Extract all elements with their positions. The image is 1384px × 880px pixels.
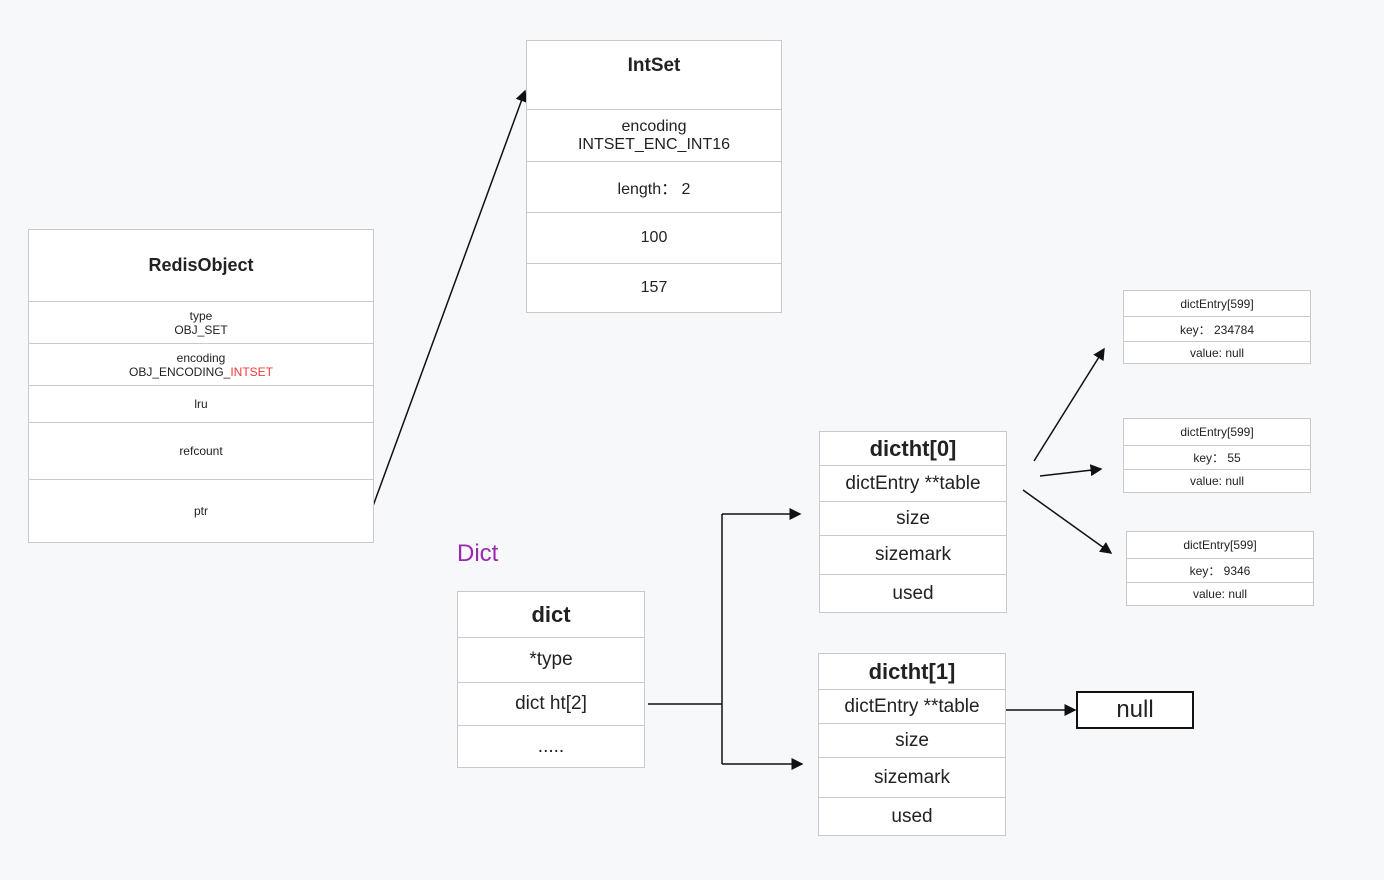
dictht1-field: used [819,797,1005,835]
arrow-to-entry-2 [1039,464,1103,477]
type-value: OBJ_SET [174,322,228,337]
entry-key: key： 234784 [1124,316,1310,341]
dict-field: *type [458,637,644,682]
field-refcount: refcount [29,422,373,479]
entry-value: value: null [1127,582,1313,605]
intset-encoding-value: INTSET_ENC_INT16 [577,135,731,153]
intset-encoding-label: encoding [621,117,687,135]
dictht1-title: dictht[1] [868,658,956,684]
intset-value: 157 [527,263,781,312]
arrow-ptr-to-intset [372,89,528,507]
entry-title: dictEntry[599] [1180,296,1254,311]
dictht1-field: dictEntry **table [819,689,1005,723]
arrow-to-entry-3 [1022,489,1113,554]
field-ptr: ptr [29,479,373,542]
dictht1-box: dictht[1] dictEntry **table size sizemar… [818,653,1006,836]
redis-object-title: RedisObject [148,255,254,275]
dictht1-field: sizemark [819,757,1005,797]
encoding-suffix: INTSET [230,364,274,379]
entry-key: key： 9346 [1127,558,1313,582]
entry-value: value: null [1124,469,1310,492]
encoding-label: encoding [176,350,226,365]
field-lru: lru [29,385,373,422]
dict-field: ..... [458,725,644,767]
encoding-prefix: OBJ_ENCODING_ [128,364,231,379]
entry-key: key： 55 [1124,445,1310,469]
intset-title: IntSet [627,55,681,76]
arrow-to-entry-1 [1033,347,1105,462]
encoding-value: OBJ_ENCODING_INTSET [129,365,273,379]
intset-length: length： 2 [527,161,781,212]
dict-section-label: Dict [457,540,499,567]
dictht0-field: dictEntry **table [820,465,1006,501]
dict-entry-box: dictEntry[599] key： 55 value: null [1123,418,1311,493]
dictht0-field: used [820,574,1006,612]
dictht0-title: dictht[0] [869,435,957,461]
dict-field: dict ht[2] [458,682,644,725]
dictht0-box: dictht[0] dictEntry **table size sizemar… [819,431,1007,613]
null-box: null [1076,691,1194,729]
entry-value: value: null [1124,341,1310,363]
entry-title: dictEntry[599] [1183,538,1257,552]
dict-entry-box: dictEntry[599] key： 234784 value: null [1123,290,1311,364]
dictht0-field: size [820,501,1006,535]
entry-title: dictEntry[599] [1180,425,1254,439]
dict-title: dict [531,601,571,627]
dictht0-field: sizemark [820,535,1006,574]
intset-value: 100 [527,212,781,263]
dictht1-field: size [819,723,1005,757]
type-label: type [189,308,213,323]
dict-entry-box: dictEntry[599] key： 9346 value: null [1126,531,1314,606]
dict-box: dict *type dict ht[2] ..... [457,591,645,768]
